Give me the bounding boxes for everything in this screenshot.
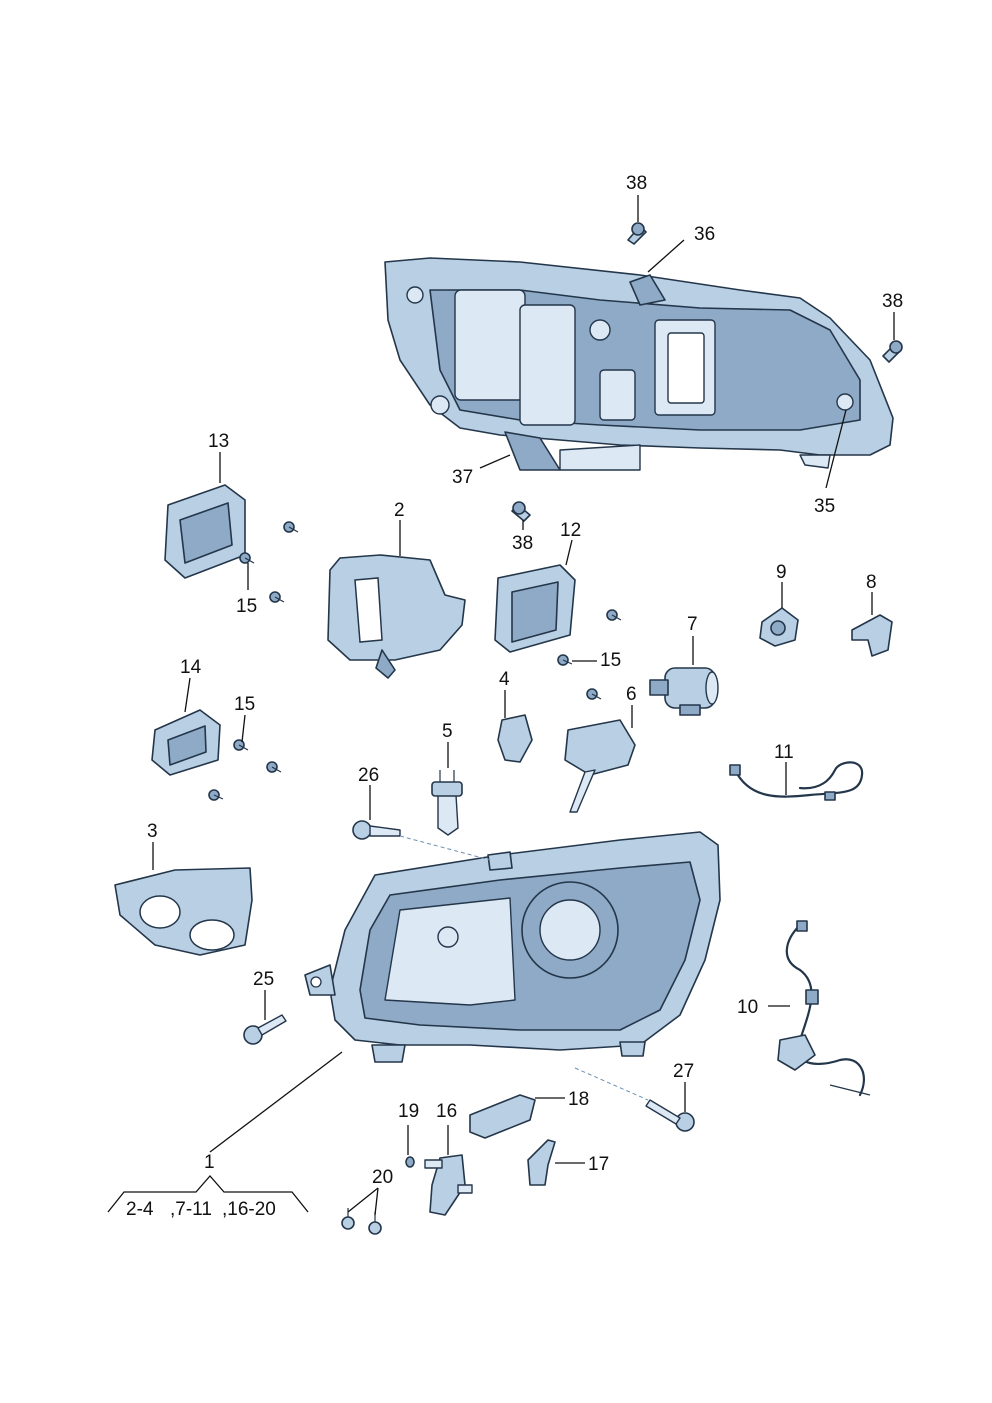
callout-16: 16	[436, 1101, 457, 1122]
adjuster-16	[424, 1154, 473, 1216]
callout-2: 2	[394, 500, 405, 521]
cover-18	[469, 1094, 536, 1139]
callout-3: 3	[147, 821, 158, 842]
holder-4	[497, 714, 533, 763]
bulb-5	[431, 770, 463, 836]
screw-27	[645, 1099, 695, 1132]
callout-38-mid: 38	[512, 533, 533, 554]
subassembly-range-3: ,16-20	[222, 1199, 276, 1220]
callout-5: 5	[442, 721, 453, 742]
headlight-main-1	[304, 831, 721, 1063]
control-unit-12	[494, 564, 576, 653]
screw-26	[352, 820, 401, 840]
screw-38-mid	[511, 501, 531, 522]
callout-10: 10	[737, 997, 758, 1018]
callout-37: 37	[452, 467, 473, 488]
subassembly-range-2: ,7-11	[170, 1199, 212, 1220]
motor-7	[649, 667, 719, 716]
callout-8: 8	[866, 572, 877, 593]
screw-38-right	[882, 340, 903, 363]
headlight-housing-rear	[384, 257, 894, 471]
callout-labels: 38 36 38 37 35 13 2 12 38 15 15 9 8 7 14…	[126, 173, 903, 1220]
bracket-2	[327, 554, 466, 679]
wiring-harness-11	[729, 761, 864, 801]
callout-15-mid: 15	[600, 650, 621, 671]
callout-12: 12	[560, 520, 581, 541]
callout-13: 13	[208, 431, 229, 452]
wiring-harness-10	[777, 920, 871, 1097]
xenon-bulb-6	[564, 719, 636, 813]
callout-38-top: 38	[626, 173, 647, 194]
callout-1: 1	[204, 1152, 215, 1173]
callout-25: 25	[253, 969, 274, 990]
callout-38-right: 38	[882, 291, 903, 312]
callout-11: 11	[774, 742, 794, 763]
callout-18: 18	[568, 1089, 589, 1110]
screws-20	[341, 1208, 382, 1235]
screw-38-top	[627, 222, 647, 245]
callout-6: 6	[626, 684, 637, 705]
screws-15-left-bottom	[208, 739, 282, 801]
bracket-17	[527, 1139, 556, 1186]
cap-8	[851, 614, 893, 657]
callout-27: 27	[673, 1061, 694, 1082]
callout-19: 19	[398, 1101, 419, 1122]
callout-20: 20	[372, 1167, 393, 1188]
o-ring-19	[405, 1156, 415, 1168]
control-module-13	[164, 484, 246, 579]
callout-7: 7	[687, 614, 698, 635]
screws-15-left-top	[239, 521, 299, 603]
callout-35: 35	[814, 496, 835, 517]
callout-15-left-top: 15	[236, 596, 257, 617]
subassembly-range-1: 2-4	[126, 1199, 154, 1220]
callout-17: 17	[588, 1154, 609, 1175]
callout-14: 14	[180, 657, 202, 678]
frame-3	[114, 867, 253, 956]
module-14	[151, 709, 221, 776]
callout-9: 9	[776, 562, 787, 583]
screw-25	[243, 1014, 287, 1045]
callout-15-left-bottom: 15	[234, 694, 255, 715]
bulb-socket-9	[759, 607, 799, 647]
callout-36: 36	[694, 224, 715, 245]
callout-4: 4	[499, 669, 510, 690]
leader-lines	[107, 195, 895, 1216]
callout-26: 26	[358, 765, 379, 786]
screws-15-mid	[557, 609, 622, 700]
